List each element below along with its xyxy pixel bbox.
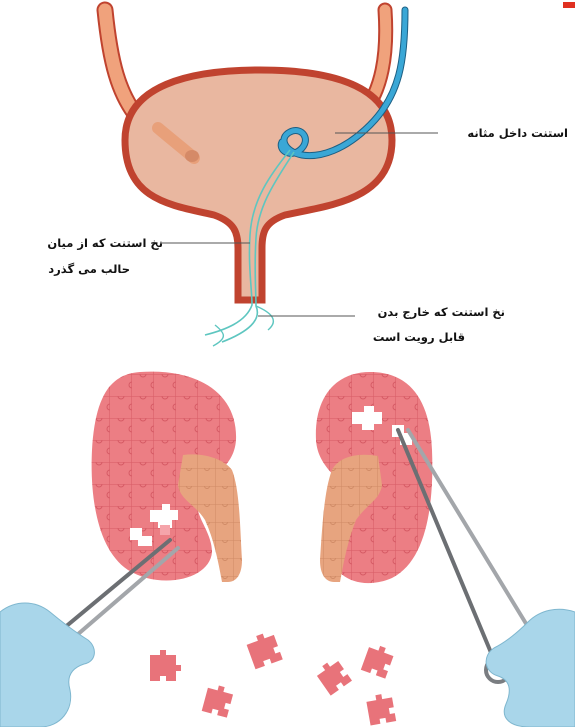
label-stent-in-bladder: استنت داخل مثانه bbox=[467, 122, 568, 144]
scattered-pieces bbox=[150, 630, 396, 725]
right-kidney bbox=[316, 372, 432, 583]
label-thread-outside-line1: نخ استنت که خارج بدن bbox=[345, 301, 505, 323]
bladder bbox=[125, 70, 392, 300]
label-thread-urethra-line2: حالب می گذرد bbox=[8, 258, 130, 280]
left-glove bbox=[0, 603, 94, 727]
right-glove bbox=[486, 609, 575, 727]
label-thread-urethra-line1: نخ استنت که از میان bbox=[8, 232, 163, 254]
label-thread-outside-line2: قابل رویت است bbox=[345, 326, 465, 348]
left-kidney bbox=[92, 372, 242, 582]
